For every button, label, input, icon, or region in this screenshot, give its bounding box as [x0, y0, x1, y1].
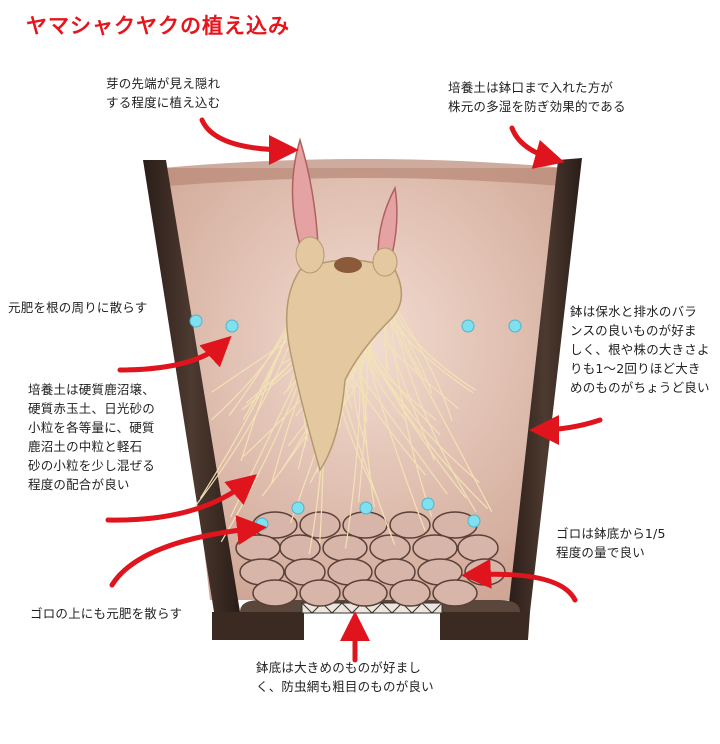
arrow-rim: [509, 125, 565, 169]
arrow-soil-mix: [105, 474, 257, 523]
pebble: [342, 579, 388, 607]
gravel-layer: [235, 511, 506, 607]
pebble: [235, 534, 281, 562]
pebble: [412, 534, 458, 562]
pot-wall-left: [143, 160, 240, 640]
note-soil-to-rim: 培養土は鉢口まで入れた方が 株元の多湿を防ぎ効果的である: [448, 80, 626, 114]
soil-surface: [162, 159, 566, 186]
arrow-fertilizer-gravel: [109, 515, 267, 588]
arrows: [105, 117, 603, 663]
root-strand: [359, 329, 426, 532]
note-bud-tip: 芽の先端が見え隠れ する程度に植え込む: [106, 76, 221, 110]
pebble: [299, 579, 341, 607]
note-soil-mix: 培養土は硬質鹿沼壌、 硬質赤玉土、日光砂の 小粒を各等量に、硬質 鹿沼土の中粒と…: [28, 382, 156, 492]
note-fertilizer-gravel: ゴロの上にも元肥を散らす: [30, 606, 183, 621]
root-strand: [389, 299, 477, 513]
arrow-fertilizer-roots: [117, 335, 232, 373]
pebble: [457, 534, 499, 562]
pebble: [389, 579, 431, 607]
pebble: [389, 511, 431, 539]
note-pot-choice: 鉢は保水と排水のバラ ンスの良いものが好ま しく、根や株の大きさよ りも1～2回…: [570, 304, 710, 395]
pot-wall-right: [508, 158, 582, 612]
page-title: ヤマシャクヤクの植え込み: [26, 14, 290, 38]
arrow-pot-choice: [529, 414, 603, 445]
note-gravel-amount: ゴロは鉢底から1/5 程度の量で良い: [556, 526, 666, 560]
note-pot-bottom: 鉢底は大きめのものが好まし く、防虫網も粗目のものが良い: [256, 660, 434, 694]
arrow-gravel-amount: [461, 558, 578, 603]
pebble: [279, 534, 321, 562]
root-strand: [344, 329, 362, 549]
root-strand: [359, 329, 480, 484]
pebble: [369, 534, 411, 562]
root-strand: [359, 329, 467, 499]
pebble: [252, 579, 298, 607]
pebble: [432, 579, 478, 607]
arrow-bud: [199, 117, 299, 165]
root-strand: [389, 299, 453, 421]
soil-body: [160, 168, 568, 600]
note-fertilizer-roots: 元肥を根の周りに散らす: [8, 300, 148, 315]
pot-bottom: [212, 612, 304, 640]
